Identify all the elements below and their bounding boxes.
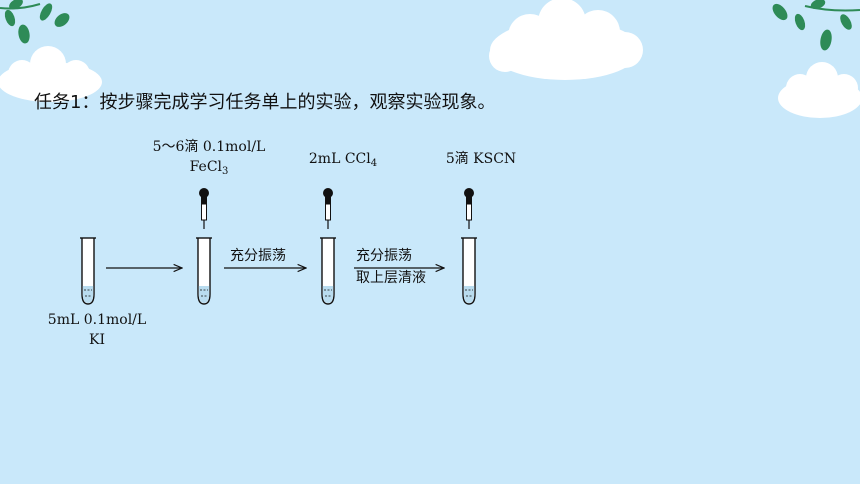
reagent-label-fecl3: 5～6滴 0.1mol/L FeCl3 — [144, 137, 274, 177]
dropper-ccl4 — [323, 188, 333, 229]
leaf-branch-icon — [772, 0, 860, 51]
cloud-icon — [0, 46, 102, 102]
arrow-label-take-upper-layer: 取上层清液 — [356, 270, 426, 286]
reagent-label-kscn: 5滴 KSCN — [445, 151, 517, 167]
arrow-label-shake: 充分振荡 — [230, 248, 286, 264]
cloud-icon — [489, 0, 643, 80]
dropper-kscn — [464, 188, 474, 229]
leaf-branch-icon — [0, 0, 70, 44]
reagent-ki-formula: KI — [89, 332, 105, 348]
test-tube-ki — [80, 237, 96, 305]
test-tube-ccl4 — [320, 237, 336, 305]
task-heading: 任务1：按步骤完成学习任务单上的实验，观察实验现象。 — [34, 92, 496, 113]
dropper-fecl3 — [199, 188, 209, 229]
test-tube-fecl3 — [196, 237, 212, 305]
arrow-label-shake-2: 充分振荡 — [356, 248, 412, 264]
cloud-icon — [778, 62, 860, 118]
reagent-label-ki: 5mL 0.1mol/L KI — [42, 310, 152, 350]
reagent-fecl3-amount: 5～6滴 0.1mol/L — [152, 139, 266, 155]
reagent-ki-amount: 5mL 0.1mol/L — [47, 312, 147, 328]
test-tube-kscn — [461, 237, 477, 305]
reagent-fecl3-formula: FeCl3 — [189, 159, 229, 177]
reagent-label-ccl4: 2mL CCl4 — [308, 151, 378, 169]
